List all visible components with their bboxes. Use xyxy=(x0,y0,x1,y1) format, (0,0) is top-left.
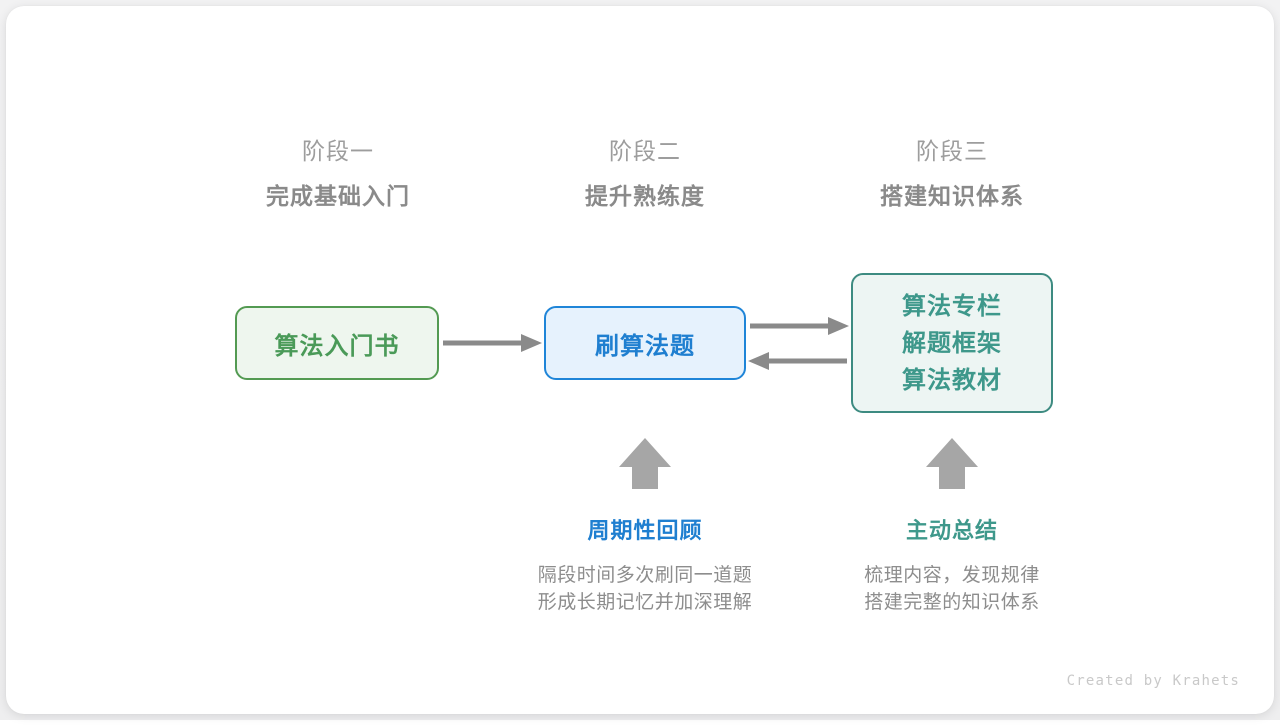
note-summary-body: 梳理内容，发现规律 搭建完整的知识体系 xyxy=(802,562,1102,616)
node-knowledge-resources[interactable]: 算法专栏 解题框架 算法教材 xyxy=(851,273,1053,413)
note-review-line-1: 隔段时间多次刷同一道题 xyxy=(537,565,753,586)
note-periodic-review: 周期性回顾 隔段时间多次刷同一道题 形成长期记忆并加深理解 xyxy=(495,516,795,616)
node-resources-line-2: 解题框架 xyxy=(902,329,1002,357)
stage-label-2: 阶段二 xyxy=(609,138,681,164)
node-resources-line-3: 算法教材 xyxy=(902,366,1002,394)
stage-header-3: 阶段三 搭建知识体系 xyxy=(822,136,1082,212)
note-summary-title: 主动总结 xyxy=(905,518,998,543)
node-resources-line-1: 算法专栏 xyxy=(902,292,1002,320)
note-summary-line-2: 搭建完整的知识体系 xyxy=(864,592,1040,613)
stage-header-2: 阶段二 提升熟练度 xyxy=(515,136,775,212)
node-practice-label: 刷算法题 xyxy=(595,332,695,360)
arrow-resources-to-practice xyxy=(748,352,847,370)
stage-label-1: 阶段一 xyxy=(302,138,374,164)
arrow-book-to-practice xyxy=(443,334,542,352)
arrow-practice-to-resources xyxy=(750,317,849,335)
note-review-title: 周期性回顾 xyxy=(587,518,703,543)
note-review-body: 隔段时间多次刷同一道题 形成长期记忆并加深理解 xyxy=(495,562,795,616)
stage-title-3: 搭建知识体系 xyxy=(880,183,1024,209)
note-review-line-2: 形成长期记忆并加深理解 xyxy=(537,592,753,613)
stage-title-2: 提升熟练度 xyxy=(585,183,705,209)
stage-title-1: 完成基础入门 xyxy=(266,183,410,209)
arrow-up-review xyxy=(619,438,671,489)
node-practice-problems[interactable]: 刷算法题 xyxy=(544,306,746,380)
credit-text: Created by Krahets xyxy=(1066,673,1240,689)
stage-header-1: 阶段一 完成基础入门 xyxy=(208,136,468,212)
node-book-label: 算法入门书 xyxy=(274,332,400,360)
stage-label-3: 阶段三 xyxy=(916,138,988,164)
note-active-summary: 主动总结 梳理内容，发现规律 搭建完整的知识体系 xyxy=(802,516,1102,616)
diagram-card: 阶段一 完成基础入门 阶段二 提升熟练度 阶段三 搭建知识体系 xyxy=(6,6,1274,714)
note-summary-line-1: 梳理内容，发现规律 xyxy=(864,565,1040,586)
node-algorithm-intro-book[interactable]: 算法入门书 xyxy=(235,306,439,380)
arrow-up-summary xyxy=(926,438,978,489)
